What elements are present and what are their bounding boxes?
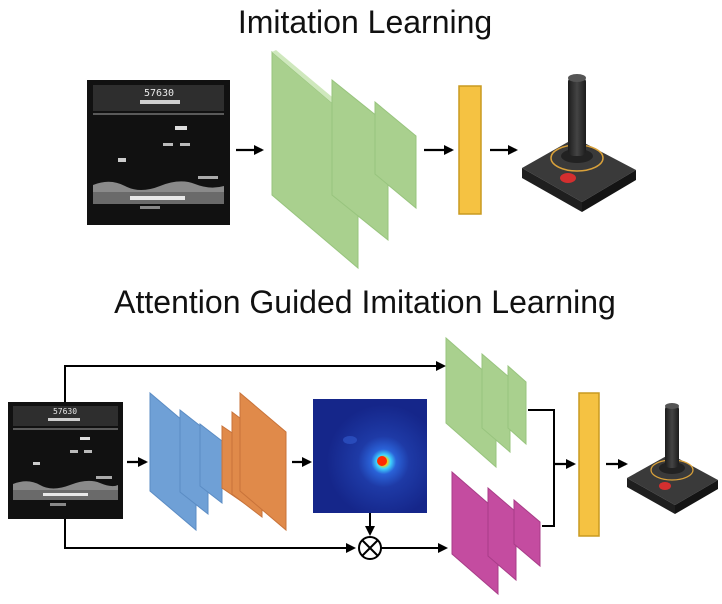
skip-path-to-green (64, 365, 432, 402)
output-layer-top (458, 85, 482, 215)
path-green-to-output (528, 409, 555, 464)
multiply-circle-icon (358, 536, 382, 560)
cnn-layers-top (271, 50, 417, 270)
joystick-icon (522, 74, 636, 212)
attention-heatmap (313, 399, 427, 513)
path-magenta-to-output (542, 464, 555, 527)
title-imitation-learning: Imitation Learning (238, 4, 492, 40)
attention-decoder-layers (221, 391, 287, 532)
joystick-icon (627, 403, 718, 514)
cnn-layers-green-bottom (445, 336, 527, 469)
title-attention-guided-imitation-learning: Attention Guided Imitation Learning (114, 284, 616, 320)
output-layer-bottom (578, 392, 600, 537)
game-score-bottom: 57630 (53, 407, 77, 416)
game-frame-top: 57630 (87, 80, 230, 225)
game-score-top: 57630 (144, 88, 174, 99)
attention-encoder-layers (149, 391, 223, 532)
path-frame-to-multiply (64, 519, 356, 553)
cnn-layers-magenta (451, 470, 541, 596)
game-frame-bottom: 57630 (8, 402, 123, 519)
